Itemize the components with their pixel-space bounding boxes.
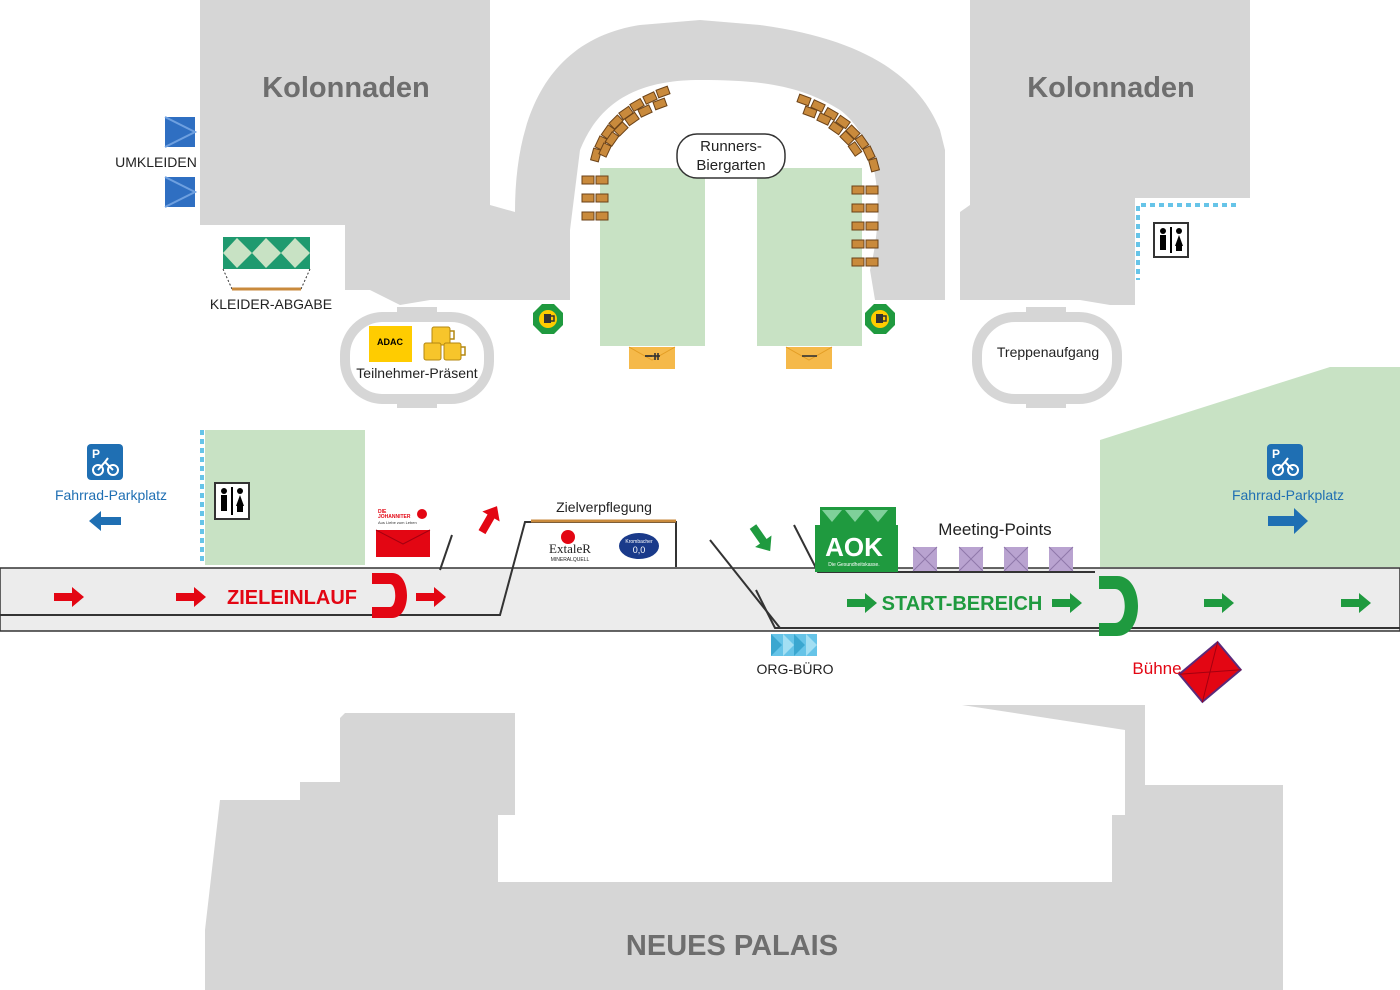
org-buero-label: ORG-BÜRO: [757, 660, 834, 677]
fahrrad-parkplatz-right-label: Fahrrad-Parkplatz: [1232, 487, 1344, 503]
arrow-red-3: [416, 587, 446, 607]
zieleinlauf-label: ZIELEINLAUF: [227, 587, 357, 609]
extaler-text: ExtaleR: [549, 541, 591, 556]
treppenaufgang-label: Treppenaufgang: [997, 344, 1099, 360]
biergarten-lawn-right: [757, 168, 862, 346]
arrow-green-2: [1052, 593, 1082, 613]
meeting-point-3: [1003, 546, 1029, 572]
runners-label: Runners-: [700, 138, 762, 155]
johanniter-label-1: DIE: [378, 509, 387, 515]
buehne-stage: [1177, 640, 1243, 704]
finish-barrier: [439, 534, 453, 571]
kleider-abgabe-label: KLEIDER-ABGABE: [210, 296, 332, 312]
cutlery-icon: [785, 346, 833, 369]
start-bereich-label: START-BEREICH: [882, 593, 1043, 615]
road: [0, 567, 1400, 632]
johanniter-label-3: Aus Liebe zum Leben: [378, 520, 417, 525]
toilet-icon: [214, 482, 250, 520]
lawn-right: [1100, 367, 1400, 567]
arrow-red-1: [54, 587, 84, 607]
parking-letter: P: [92, 447, 100, 461]
meeting-point-4: [1048, 546, 1074, 572]
kolonnaden-right-label: Kolonnaden: [1027, 72, 1195, 104]
extaler-logo: ExtaleR MINERALQUELL: [549, 530, 591, 563]
beer-icon: [865, 304, 895, 334]
johanniter-label-2: JOHANNITER: [378, 514, 411, 520]
aok-sub: Die Gesundheitskasse.: [828, 562, 879, 568]
org-buero-tent: [771, 634, 817, 656]
arrow-green-4: [1341, 593, 1371, 613]
arrow-green-1: [847, 593, 877, 613]
biergarten-lawn-left: [600, 168, 705, 346]
fence-right: [1136, 203, 1236, 280]
kolonnaden-left-building: [200, 0, 515, 305]
biergarten-label: Biergarten: [696, 157, 765, 174]
meeting-points-label: Meeting-Points: [938, 520, 1051, 539]
arrow-red-2: [176, 587, 206, 607]
mugs-icon: [423, 326, 466, 361]
treppenaufgang-ring: [972, 307, 1122, 408]
neues-palais-building: [205, 705, 1283, 990]
toilet-icon: [1153, 222, 1189, 258]
meeting-point-1: [912, 546, 938, 572]
buehne-label: Bühne: [1132, 659, 1181, 678]
start-track-line: [755, 589, 1400, 629]
umkleide-box-2: [164, 176, 198, 208]
adac-text: ADAC: [377, 337, 403, 347]
finish-lane-line: [0, 521, 677, 616]
beer-icon: [533, 304, 563, 334]
umkleide-box-1: [164, 116, 198, 148]
kleider-abgabe-tent: [222, 237, 311, 291]
colonnade-arch: [515, 20, 945, 300]
start-gate: [1099, 576, 1138, 636]
arrow-right-blue: [1268, 508, 1308, 534]
parking-letter: P: [1272, 447, 1280, 461]
krombacher-text: Krombacher: [625, 539, 653, 545]
finish-gate: [372, 573, 407, 618]
meeting-point-2: [958, 546, 984, 572]
kolonnaden-left-label: Kolonnaden: [262, 72, 430, 104]
neues-palais-label: NEUES PALAIS: [626, 930, 838, 962]
aok-tent: AOK Die Gesundheitskasse.: [815, 507, 898, 572]
bicycle-parking-icon: P: [1267, 444, 1303, 480]
runners-biergarten-sign: Runners- Biergarten: [676, 133, 786, 179]
zielverpflegung-label: Zielverpflegung: [556, 499, 652, 515]
kolonnaden-right-building: [960, 0, 1250, 305]
bicycle-parking-icon: P: [87, 444, 123, 480]
adac-logo: ADAC: [369, 326, 412, 362]
fahrrad-parkplatz-left-label: Fahrrad-Parkplatz: [55, 487, 167, 503]
teilnehmer-praesent-label: Teilnehmer-Präsent: [356, 365, 477, 381]
umkleiden-label: UMKLEIDEN: [115, 154, 197, 170]
aok-text: AOK: [825, 532, 883, 562]
krombacher-sub: 0,0: [633, 545, 646, 555]
arrow-green-in: [749, 524, 772, 552]
arrow-green-3: [1204, 593, 1234, 613]
johanniter-tent: DIE JOHANNITER Aus Liebe zum Leben: [375, 509, 431, 557]
krombacher-logo: Krombacher 0,0: [619, 533, 659, 559]
extaler-sub: MINERALQUELL: [551, 557, 590, 563]
cutlery-icon: [628, 346, 676, 369]
arrow-red-exit: [478, 506, 500, 535]
teilnehmer-ring: [340, 307, 494, 408]
arrow-left-blue: [89, 511, 121, 531]
